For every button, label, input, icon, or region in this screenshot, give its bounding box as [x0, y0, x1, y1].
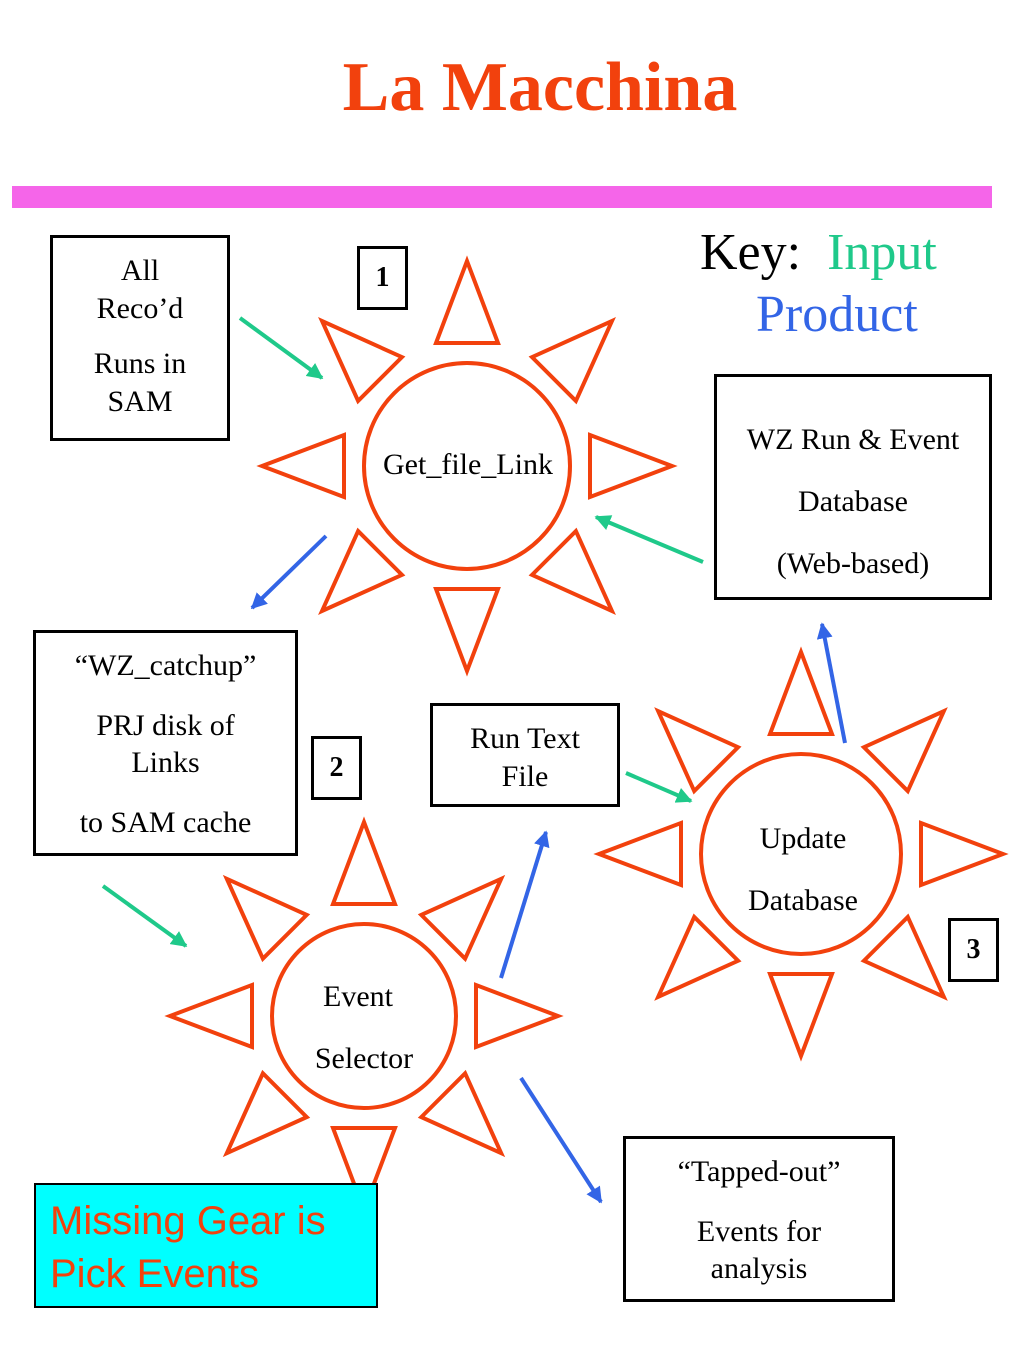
box-line: SAM: [107, 384, 173, 418]
legend-key: Key: Input Product: [700, 222, 1000, 347]
gear-tooth: [330, 1126, 398, 1216]
box-tapped-out-events: “Tapped-out” Events for analysis: [623, 1136, 895, 1302]
box-line: Runs in: [93, 347, 187, 380]
gear-update-database: [593, 646, 1009, 1062]
gear-tooth: [474, 982, 564, 1050]
arrow-gear2-to-run-text-file: [499, 830, 550, 979]
gear-number-3: 3: [948, 918, 999, 982]
gear-tooth: [528, 527, 616, 615]
box-line: Links: [131, 746, 200, 779]
box-all-reco-runs: All Reco’d Runs in SAM: [50, 235, 230, 441]
box-line: Database: [798, 485, 908, 518]
gear-tooth: [767, 972, 835, 1062]
arrow-database-to-gear1: [594, 515, 704, 564]
arrow-catchup-to-gear2: [101, 884, 188, 948]
gear-label-line: Event: [323, 980, 393, 1013]
box-line: All: [120, 254, 160, 287]
gear-tooth: [318, 527, 406, 615]
gear-get-file-link: [256, 255, 678, 677]
gear-tooth: [164, 982, 254, 1050]
box-line: analysis: [710, 1252, 808, 1285]
page-title: La Macchina: [342, 49, 738, 126]
box-line: “WZ_catchup”: [74, 649, 257, 682]
gear-tooth: [222, 874, 311, 963]
gear-label-update-database: Update Database: [723, 808, 883, 932]
gear-tooth: [318, 317, 406, 405]
legend-key-label: Key:: [700, 224, 802, 281]
legend-input-label: Input: [827, 224, 937, 281]
gear-tooth: [654, 707, 742, 795]
gear-number-2: 2: [311, 736, 362, 800]
box-line: (Web-based): [776, 547, 930, 580]
box-line: Events for: [696, 1214, 822, 1248]
gear-tooth: [654, 913, 742, 1001]
gear-tooth: [417, 874, 506, 963]
box-line: “Tapped-out”: [677, 1155, 841, 1188]
note-line: Missing Gear is: [50, 1199, 326, 1243]
box-run-text-file: Run Text File: [430, 703, 620, 807]
arrow-gear1-to-catchup: [250, 534, 328, 610]
gear-hub: [270, 922, 458, 1110]
gear-label-line: Get_file_Link: [383, 448, 553, 481]
gear-tooth: [860, 913, 948, 1001]
box-line: Reco’d: [96, 291, 184, 325]
gear-label-line: Update: [759, 822, 847, 855]
gear-number-1: 1: [357, 246, 408, 310]
legend-product-label: Product: [756, 286, 918, 344]
gear-tooth: [528, 317, 616, 405]
gear-tooth: [433, 587, 501, 677]
gear-tooth: [588, 432, 678, 500]
gear-label-get-file-link: Get_file_Link: [368, 446, 568, 484]
title-divider: [12, 186, 992, 208]
gear-label-event-selector: Event Selector: [284, 966, 444, 1090]
gear-label-line: Database: [748, 884, 858, 917]
box-line: Run Text: [470, 722, 580, 755]
gear-hub: [362, 361, 572, 571]
gear-label-line: Selector: [314, 1042, 414, 1075]
arrow-all-reco-to-gear1: [238, 316, 324, 380]
gear-event-selector: [164, 816, 564, 1216]
gear-tooth: [433, 255, 501, 345]
gear-tooth: [330, 816, 398, 906]
missing-gear-note: Missing Gear is Pick Events: [34, 1183, 378, 1308]
arrow-run-text-file-to-gear3: [625, 771, 693, 803]
arrow-gear3-to-database: [816, 622, 847, 744]
box-wz-catchup: “WZ_catchup” PRJ disk of Links to SAM ca…: [33, 630, 298, 856]
gear-tooth: [222, 1069, 311, 1158]
box-line: File: [501, 759, 549, 793]
arrow-gear2-to-tapped-out: [519, 1076, 603, 1204]
box-line: to SAM cache: [79, 805, 252, 839]
gear-tooth: [593, 820, 683, 888]
note-line: Pick Events: [50, 1252, 259, 1297]
gear-tooth: [860, 707, 948, 795]
gear-hub: [699, 752, 903, 956]
gear-tooth: [767, 646, 835, 736]
box-line: PRJ disk of: [96, 708, 235, 742]
box-wz-database: WZ Run & Event Database (Web-based): [714, 374, 992, 600]
gear-tooth: [417, 1069, 506, 1158]
gear-tooth: [256, 432, 346, 500]
box-line: WZ Run & Event: [746, 423, 960, 456]
gear-tooth: [919, 820, 1009, 888]
